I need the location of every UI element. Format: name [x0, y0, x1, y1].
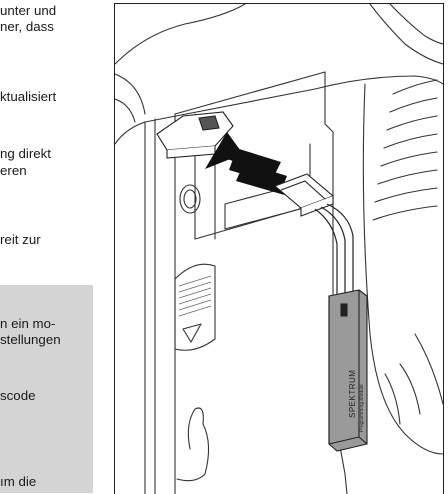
- illustration-frame: SPEKTRUM Programming Module: [114, 3, 444, 494]
- text-line: ktualisiert: [0, 89, 57, 104]
- text-line: ng direkt: [0, 146, 51, 161]
- text-line: unter und: [0, 3, 57, 18]
- programming-module: [328, 289, 368, 452]
- note-line: stellungen: [0, 332, 61, 347]
- text-line: ner, dass: [0, 19, 54, 34]
- text-line: reit zur: [0, 232, 41, 247]
- module-sublabel: Programming Module: [359, 384, 365, 432]
- note-line: ım die: [0, 474, 37, 489]
- slot-cover: [156, 111, 234, 159]
- note-box: [0, 285, 93, 493]
- note-line: scode: [0, 388, 36, 403]
- note-line: n ein mo-: [0, 316, 56, 331]
- manual-text-column: unter und ner, dass ktualisiert ng direk…: [0, 0, 108, 493]
- text-line: eren: [0, 163, 27, 178]
- module-label: SPEKTRUM: [348, 370, 357, 418]
- transmitter-illustration: SPEKTRUM Programming Module: [115, 4, 443, 494]
- arrow-icon: [205, 132, 291, 196]
